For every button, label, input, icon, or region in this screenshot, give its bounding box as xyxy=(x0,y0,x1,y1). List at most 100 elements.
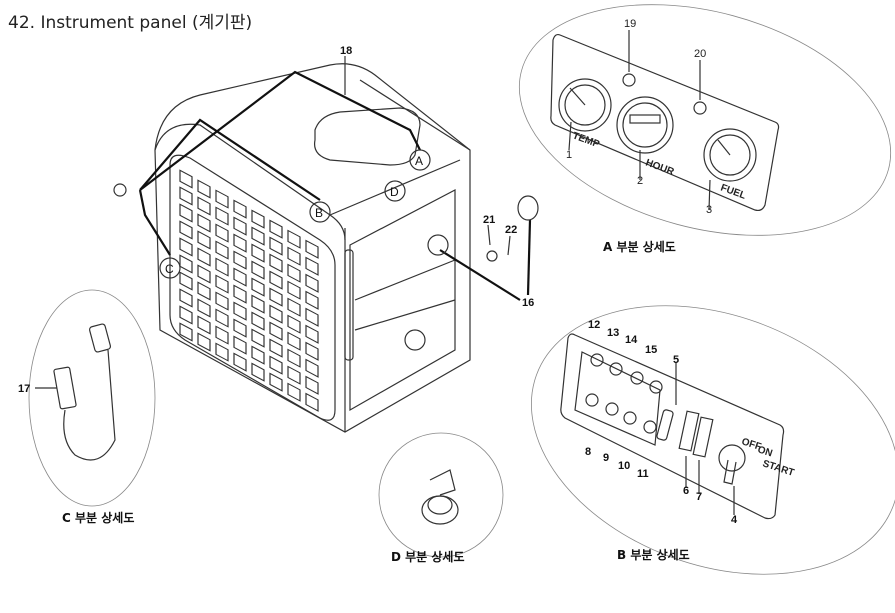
svg-text:4: 4 xyxy=(731,514,738,526)
grille-cell xyxy=(179,186,193,206)
knob-part-16b xyxy=(517,195,539,221)
svg-text:A: A xyxy=(415,154,423,168)
grille-cell xyxy=(287,246,301,266)
key-switch xyxy=(718,444,746,472)
svg-text:D: D xyxy=(390,185,399,199)
indicator-lamp-20 xyxy=(693,101,707,115)
detail-a-instrument-gauges: TEMP HOUR FUEL xyxy=(518,4,892,236)
caption-detail-a: A 부분 상세도 xyxy=(603,239,676,254)
grille-cell xyxy=(251,277,265,297)
grille-cell xyxy=(215,240,229,260)
grille-cell xyxy=(269,372,283,392)
grille-cell xyxy=(251,362,265,382)
grille-cell xyxy=(269,236,283,256)
grille-cell xyxy=(197,230,211,250)
svg-text:10: 10 xyxy=(618,460,630,472)
grille-cell xyxy=(179,322,193,342)
warning-lamp xyxy=(649,380,663,394)
cab-mesh-grille xyxy=(179,169,319,412)
grille-cell xyxy=(233,267,247,287)
svg-text:21: 21 xyxy=(483,214,495,226)
svg-text:3: 3 xyxy=(706,204,712,216)
grille-cell xyxy=(179,220,193,240)
svg-text:13: 13 xyxy=(607,327,619,339)
leader-lines xyxy=(113,56,539,301)
grille-cell xyxy=(305,358,319,378)
grille-cell xyxy=(215,308,229,328)
svg-text:2: 2 xyxy=(637,175,643,187)
grille-cell xyxy=(305,324,319,344)
grille-cell xyxy=(287,331,301,351)
grille-cell xyxy=(251,294,265,314)
grille-cell xyxy=(251,345,265,365)
grille-cell xyxy=(179,254,193,274)
grille-cell xyxy=(251,328,265,348)
grille-cell xyxy=(305,273,319,293)
grille-cell xyxy=(251,226,265,246)
svg-text:7: 7 xyxy=(696,491,702,503)
grille-cell xyxy=(233,250,247,270)
warning-lamp xyxy=(605,402,619,416)
svg-text:FUEL: FUEL xyxy=(719,182,747,201)
svg-text:16: 16 xyxy=(522,297,534,309)
grille-cell xyxy=(197,247,211,267)
svg-text:14: 14 xyxy=(625,334,638,346)
svg-text:12: 12 xyxy=(588,319,600,331)
warning-lamp xyxy=(590,353,604,367)
grille-cell xyxy=(179,237,193,257)
warning-lamp xyxy=(585,393,599,407)
grille-cell xyxy=(305,375,319,395)
cab-body xyxy=(154,63,471,433)
svg-text:6: 6 xyxy=(683,485,689,497)
caption-detail-d: D 부분 상세도 xyxy=(391,549,465,564)
grille-cell xyxy=(197,213,211,233)
warning-lamp xyxy=(609,362,623,376)
grille-cell xyxy=(197,298,211,318)
grille-cell xyxy=(179,305,193,325)
grille-cell xyxy=(269,321,283,341)
grille-cell xyxy=(305,307,319,327)
grille-cell xyxy=(287,382,301,402)
svg-text:TEMP: TEMP xyxy=(571,130,601,150)
grille-cell xyxy=(215,342,229,362)
grille-cell xyxy=(287,280,301,300)
grille-cell xyxy=(179,271,193,291)
grille-cell xyxy=(287,229,301,249)
svg-text:20: 20 xyxy=(694,48,706,60)
indicator-lamp-19 xyxy=(622,73,636,87)
part-number-labels: 18 19 20 1 2 3 21 22 16 17 12 13 14 15 5… xyxy=(18,18,738,526)
svg-text:5: 5 xyxy=(673,354,679,366)
detail-d-connector xyxy=(378,432,504,558)
caption-detail-b: B 부분 상세도 xyxy=(617,547,690,562)
grille-cell xyxy=(251,311,265,331)
detail-marker-c: C xyxy=(159,257,181,279)
svg-text:1: 1 xyxy=(566,149,572,161)
grille-cell xyxy=(197,179,211,199)
grille-cell xyxy=(269,355,283,375)
detail-marker-b: B xyxy=(309,201,331,223)
grille-cell xyxy=(233,284,247,304)
grille-cell xyxy=(269,338,283,358)
grille-cell xyxy=(305,239,319,259)
svg-text:B: B xyxy=(315,206,323,220)
detail-c-sensor xyxy=(28,289,156,507)
warning-lamps xyxy=(585,353,663,434)
caption-detail-c: C 부분 상세도 xyxy=(62,510,134,525)
page-title: 42. Instrument panel (계기판) xyxy=(8,13,253,33)
svg-text:22: 22 xyxy=(505,224,517,236)
svg-text:ON: ON xyxy=(756,444,774,459)
grille-cell xyxy=(269,270,283,290)
grille-cell xyxy=(269,304,283,324)
svg-text:C: C xyxy=(165,262,174,276)
grille-cell xyxy=(215,189,229,209)
grille-cell xyxy=(269,219,283,239)
grille-cell xyxy=(233,318,247,338)
grille-cell xyxy=(197,332,211,352)
grille-cell xyxy=(197,196,211,216)
grille-cell xyxy=(287,263,301,283)
grille-cell xyxy=(287,297,301,317)
svg-text:HOUR: HOUR xyxy=(644,157,676,178)
grille-cell xyxy=(215,206,229,226)
grille-cell xyxy=(197,281,211,301)
grille-cell xyxy=(215,274,229,294)
